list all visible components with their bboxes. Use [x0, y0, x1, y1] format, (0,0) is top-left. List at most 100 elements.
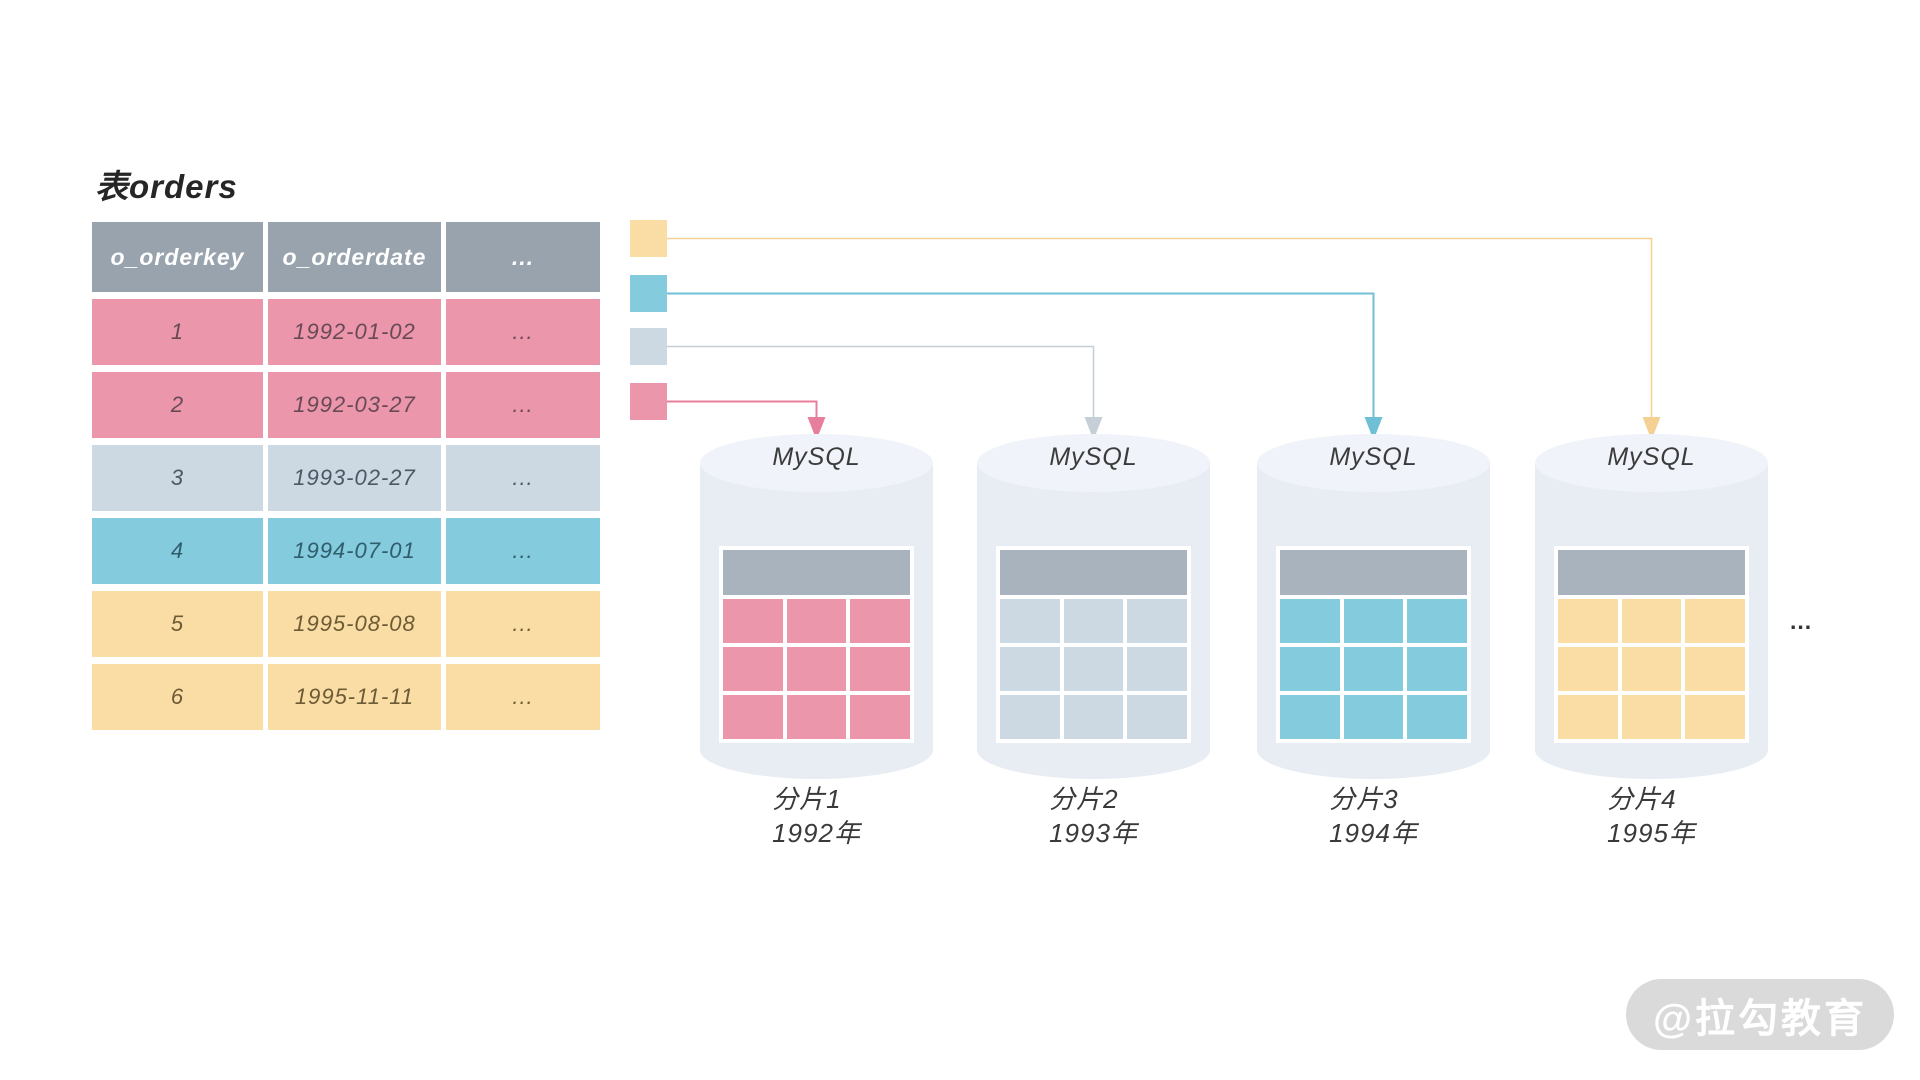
orders-row-1-more: ...: [446, 299, 600, 365]
mysql-label: MySQL: [1329, 443, 1418, 471]
shard-name: 分片2: [1049, 784, 1119, 814]
shard-mini-table-cells: [723, 599, 910, 739]
orders-row-4-more: ...: [446, 518, 600, 584]
shard-caption: 分片1 1992年: [700, 782, 933, 850]
shard-table-cell: [1127, 599, 1187, 643]
orders-row-2-key: 2: [92, 372, 263, 438]
shard-table-cell: [1407, 695, 1467, 739]
orders-row-6-key: 6: [92, 664, 263, 730]
orders-row-5-more: ...: [446, 591, 600, 657]
mysql-shard-cylinder: MySQL 分片4 1995年: [1535, 434, 1768, 864]
watermark-badge: @拉勾教育: [1626, 979, 1894, 1050]
shard-table-cell: [786, 695, 847, 739]
orders-row-3-more: ...: [446, 445, 600, 511]
legend-swatch-yellow: [630, 220, 667, 257]
orders-row-6-date: 1995-11-11: [268, 664, 441, 730]
cylinder-top-ellipse: [1257, 434, 1490, 492]
shard-mini-table-header: [1000, 550, 1187, 595]
shard-mini-table: [1276, 546, 1471, 743]
shard-table-cell: [850, 695, 910, 739]
shard-table-cell: [1063, 599, 1124, 643]
shard-table-cell: [786, 647, 847, 691]
connector-line-yellow: [667, 237, 1653, 417]
shard-mini-table-header: [1280, 550, 1467, 595]
shard-table-cell: [1000, 647, 1060, 691]
orders-row-2-more: ...: [446, 372, 600, 438]
orders-row-5-date: 1995-08-08: [268, 591, 441, 657]
more-shards-ellipsis: ...: [1790, 608, 1813, 634]
connector-line-pink: [667, 400, 818, 417]
shard-table-cell: [723, 647, 783, 691]
shard-table-cell: [723, 599, 783, 643]
cylinder-top-ellipse: [1535, 434, 1768, 492]
orders-row-3-date: 1993-02-27: [268, 445, 441, 511]
shard-year: 1992年: [772, 818, 861, 848]
orders-row-1-key: 1: [92, 299, 263, 365]
shard-mini-table-header: [723, 550, 910, 595]
shard-table-cell: [1063, 695, 1124, 739]
mysql-label: MySQL: [1049, 443, 1138, 471]
shard-mini-table-cells: [1280, 599, 1467, 739]
shard-year: 1993年: [1049, 818, 1138, 848]
shard-table-cell: [1621, 695, 1682, 739]
arrowhead-pink: [807, 417, 826, 440]
shard-table-cell: [1558, 599, 1618, 643]
shard-year: 1995年: [1607, 818, 1696, 848]
orders-column-header: o_orderkey: [92, 222, 263, 292]
mysql-shard-cylinder: MySQL 分片3 1994年: [1257, 434, 1490, 864]
cylinder-top-ellipse: [977, 434, 1210, 492]
arrowhead-yellow: [1642, 417, 1661, 440]
shard-table-cell: [850, 647, 910, 691]
shard-caption: 分片2 1993年: [977, 782, 1210, 850]
shard-table-cell: [1127, 647, 1187, 691]
shard-caption: 分片3 1994年: [1257, 782, 1490, 850]
shard-table-cell: [1343, 695, 1404, 739]
cylinder-top-ellipse: [700, 434, 933, 492]
shard-table-cell: [1000, 599, 1060, 643]
mysql-label: MySQL: [772, 443, 861, 471]
shard-table-cell: [1407, 599, 1467, 643]
orders-row-5-key: 5: [92, 591, 263, 657]
shard-table-cell: [1000, 695, 1060, 739]
mysql-label: MySQL: [1607, 443, 1696, 471]
shard-mini-table: [996, 546, 1191, 743]
orders-row-3-key: 3: [92, 445, 263, 511]
shard-name: 分片4: [1607, 784, 1677, 814]
shard-table-cell: [1343, 647, 1404, 691]
watermark-text: @拉勾教育: [1652, 996, 1867, 1041]
shard-table-cell: [1407, 647, 1467, 691]
shard-table-cell: [1280, 599, 1340, 643]
shard-mini-table-cells: [1000, 599, 1187, 739]
orders-row-2-date: 1992-03-27: [268, 372, 441, 438]
orders-row-4-key: 4: [92, 518, 263, 584]
orders-row-1-date: 1992-01-02: [268, 299, 441, 365]
shard-table-cell: [1685, 647, 1745, 691]
orders-column-header: ...: [446, 222, 600, 292]
orders-column-header: o_orderdate: [268, 222, 441, 292]
orders-row-6-more: ...: [446, 664, 600, 730]
shard-table-cell: [1280, 647, 1340, 691]
shard-table-cell: [1127, 695, 1187, 739]
shard-mini-table-header: [1558, 550, 1745, 595]
legend-swatch-gray: [630, 328, 667, 365]
arrowhead-teal: [1364, 417, 1383, 440]
arrowhead-gray: [1084, 417, 1103, 440]
source-table-title: 表orders: [95, 168, 238, 205]
shard-table-cell: [1280, 695, 1340, 739]
connector-line-gray: [667, 345, 1095, 417]
legend-swatch-pink: [630, 383, 667, 420]
shard-caption: 分片4 1995年: [1535, 782, 1768, 850]
shard-year: 1994年: [1329, 818, 1418, 848]
shard-table-cell: [723, 695, 783, 739]
shard-table-cell: [1343, 599, 1404, 643]
shard-table-cell: [1063, 647, 1124, 691]
shard-table-cell: [1685, 695, 1745, 739]
mysql-shard-cylinder: MySQL 分片1 1992年: [700, 434, 933, 864]
shard-mini-table: [719, 546, 914, 743]
shard-table-cell: [1558, 695, 1618, 739]
shard-mini-table-cells: [1558, 599, 1745, 739]
shard-table-cell: [786, 599, 847, 643]
